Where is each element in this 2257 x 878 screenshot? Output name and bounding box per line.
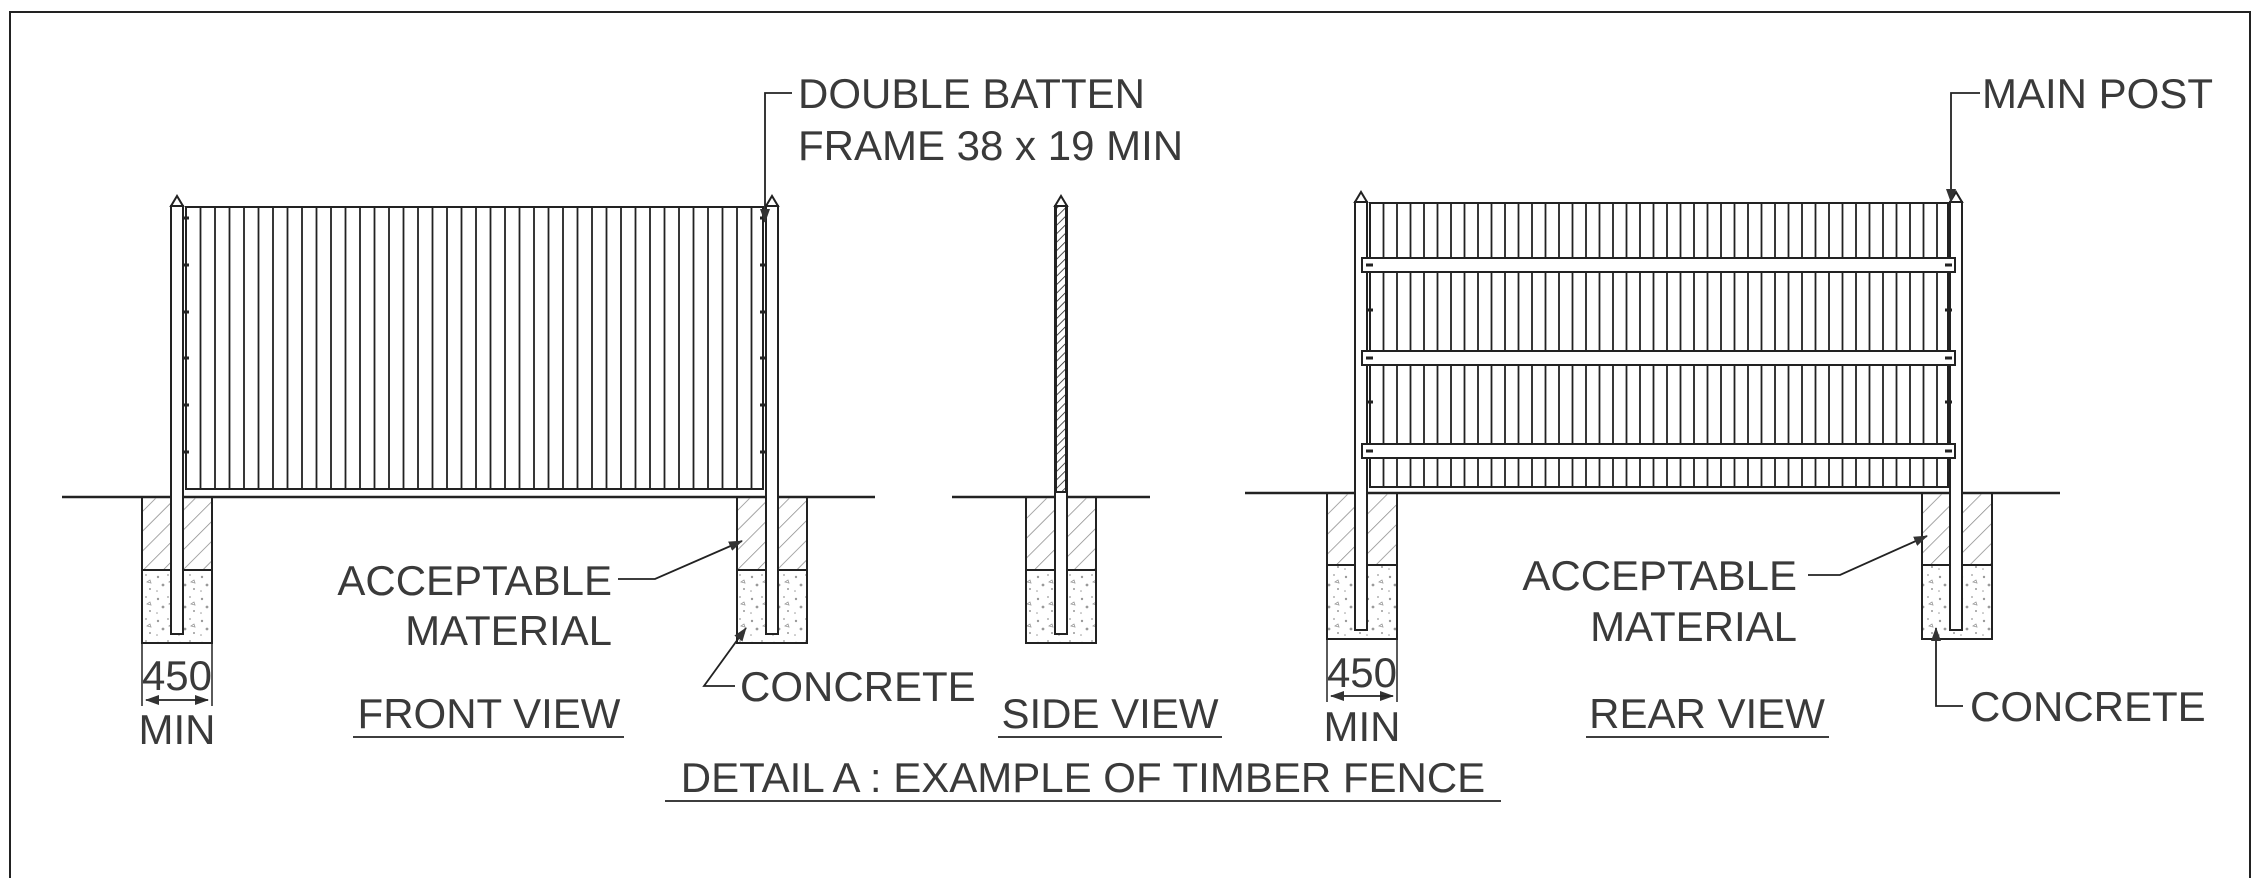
double-batten-leader	[760, 92, 792, 223]
rear-panel	[1369, 202, 1949, 488]
front-left-post-cap	[169, 194, 185, 207]
main-post-leader	[1946, 92, 1980, 203]
front-acceptable-leader	[618, 540, 743, 580]
rear-concrete-leader	[1931, 627, 1963, 707]
rear-rail-bottom	[1361, 443, 1956, 459]
rear-acceptable-label-line1: ACCEPTABLE	[1522, 552, 1797, 599]
rear-rail-top	[1361, 257, 1956, 273]
front-dimension	[141, 643, 213, 706]
front-view-title: FRONT VIEW	[358, 690, 621, 737]
rear-dimension	[1326, 639, 1398, 702]
front-right-post	[765, 205, 779, 635]
front-left-post	[170, 205, 184, 635]
front-view-drawing	[62, 194, 875, 644]
rear-acceptable-leader	[1808, 535, 1928, 576]
front-dim-value: 450	[142, 652, 212, 699]
rear-view-title: REAR VIEW	[1589, 690, 1825, 737]
front-panel-boards	[199, 207, 753, 489]
rear-panel-boards	[1382, 203, 1938, 487]
front-acceptable-label-line1: ACCEPTABLE	[337, 557, 612, 604]
rear-concrete-label: CONCRETE	[1970, 683, 2206, 730]
rear-dim-min: MIN	[1324, 703, 1401, 750]
double-batten-label-line2: FRAME 38 x 19 MIN	[798, 122, 1183, 169]
front-concrete-label: CONCRETE	[740, 663, 976, 710]
front-right-post-cap	[764, 194, 780, 207]
front-acceptable-label-line2: MATERIAL	[405, 607, 612, 654]
rear-rail-middle	[1361, 350, 1956, 366]
rear-acceptable-label-line2: MATERIAL	[1590, 603, 1797, 650]
main-post-label: MAIN POST	[1982, 70, 2213, 117]
front-dim-min: MIN	[139, 706, 216, 753]
double-batten-label-line1: DOUBLE BATTEN	[798, 70, 1145, 117]
detail-title: DETAIL A : EXAMPLE OF TIMBER FENCE	[681, 754, 1485, 801]
drawing-border	[9, 11, 2251, 878]
side-post-cap	[1053, 194, 1069, 207]
side-view-title: SIDE VIEW	[1001, 690, 1218, 737]
side-view-drawing	[952, 194, 1150, 644]
front-concrete-leader	[702, 627, 747, 687]
rear-dim-value: 450	[1327, 649, 1397, 696]
rear-view-drawing	[1245, 190, 2060, 640]
front-panel	[185, 206, 764, 490]
side-panel-section	[1055, 205, 1067, 493]
rear-left-post-cap	[1353, 190, 1369, 203]
rear-post-fixings	[1366, 263, 1952, 453]
